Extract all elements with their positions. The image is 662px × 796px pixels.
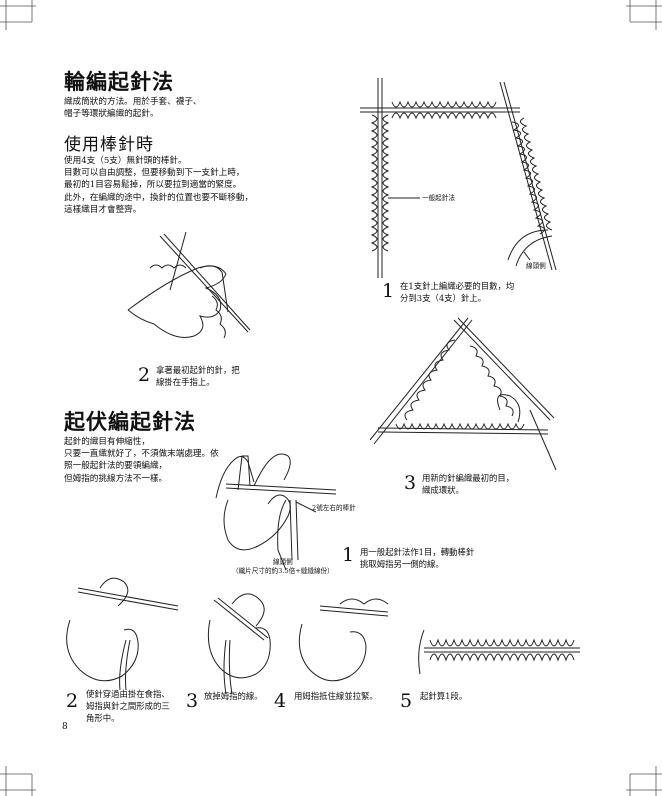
section-title-circular-cast-on: 輪編起針法 (64, 69, 174, 94)
step-number-bottom-1: 1 (342, 544, 355, 566)
step-number-top-1: 1 (382, 280, 395, 302)
section-title-garter-cast-on: 起伏編起針法 (64, 409, 196, 434)
section-intro-circular: 織成筒狀的方法。用於手套、襪子、 帽子等環狀編織的起針。 (64, 97, 202, 120)
section-body-using-needles: 使用4支（5支）無針頭的棒針。 目數可以自由調整，但要移動到下一支針上時， 最初… (64, 156, 254, 215)
step-text-top-3: 用新的針編織最初的目， 織成環狀。 (422, 473, 515, 495)
step-text-bottom-3: 放掉姆指的線。 (204, 691, 263, 701)
page-number: 8 (62, 722, 68, 732)
step-number-top-2: 2 (138, 364, 151, 386)
label-yarn-end-bottom: 線頭側 （織片尺寸的約3.5倍+縫縫線份） (232, 558, 334, 575)
step-number-top-3: 3 (404, 472, 417, 494)
label-normal-cast-on: 一般起針法 (422, 194, 455, 202)
step-number-bottom-3: 3 (186, 690, 199, 712)
section-body-garter: 起針的織目有伸縮性， 只要一直織就好了，不須做末端處理。依 照一般起針法的要領編… (64, 437, 219, 484)
step-text-top-1: 在1支針上編織必要的目數，均 分到3支（4支）針上。 (400, 281, 515, 303)
step-number-bottom-2: 2 (66, 690, 79, 712)
step-number-bottom-5: 5 (400, 690, 413, 712)
step-text-bottom-1: 用一般起針法作1目，轉動棒針 挑取姆指另一側的線。 (360, 547, 475, 569)
step-text-top-2: 拿著最初起針的針，把 線掛在手指上。 (156, 365, 240, 387)
section-title-using-needles: 使用棒針時 (64, 135, 154, 155)
label-yarn-end-top: 線頭側 (526, 262, 546, 270)
step-number-bottom-4: 4 (274, 690, 287, 712)
label-two-needles: 2號左右的棒針 (312, 504, 356, 512)
step-text-bottom-5: 起針算1段。 (420, 691, 468, 701)
step-text-bottom-4: 用姆指抵住線並拉緊。 (294, 691, 378, 701)
step-text-bottom-2: 使針穿過由掛在食指、 姆指與針之間形成的三 角形中。 (86, 689, 170, 723)
